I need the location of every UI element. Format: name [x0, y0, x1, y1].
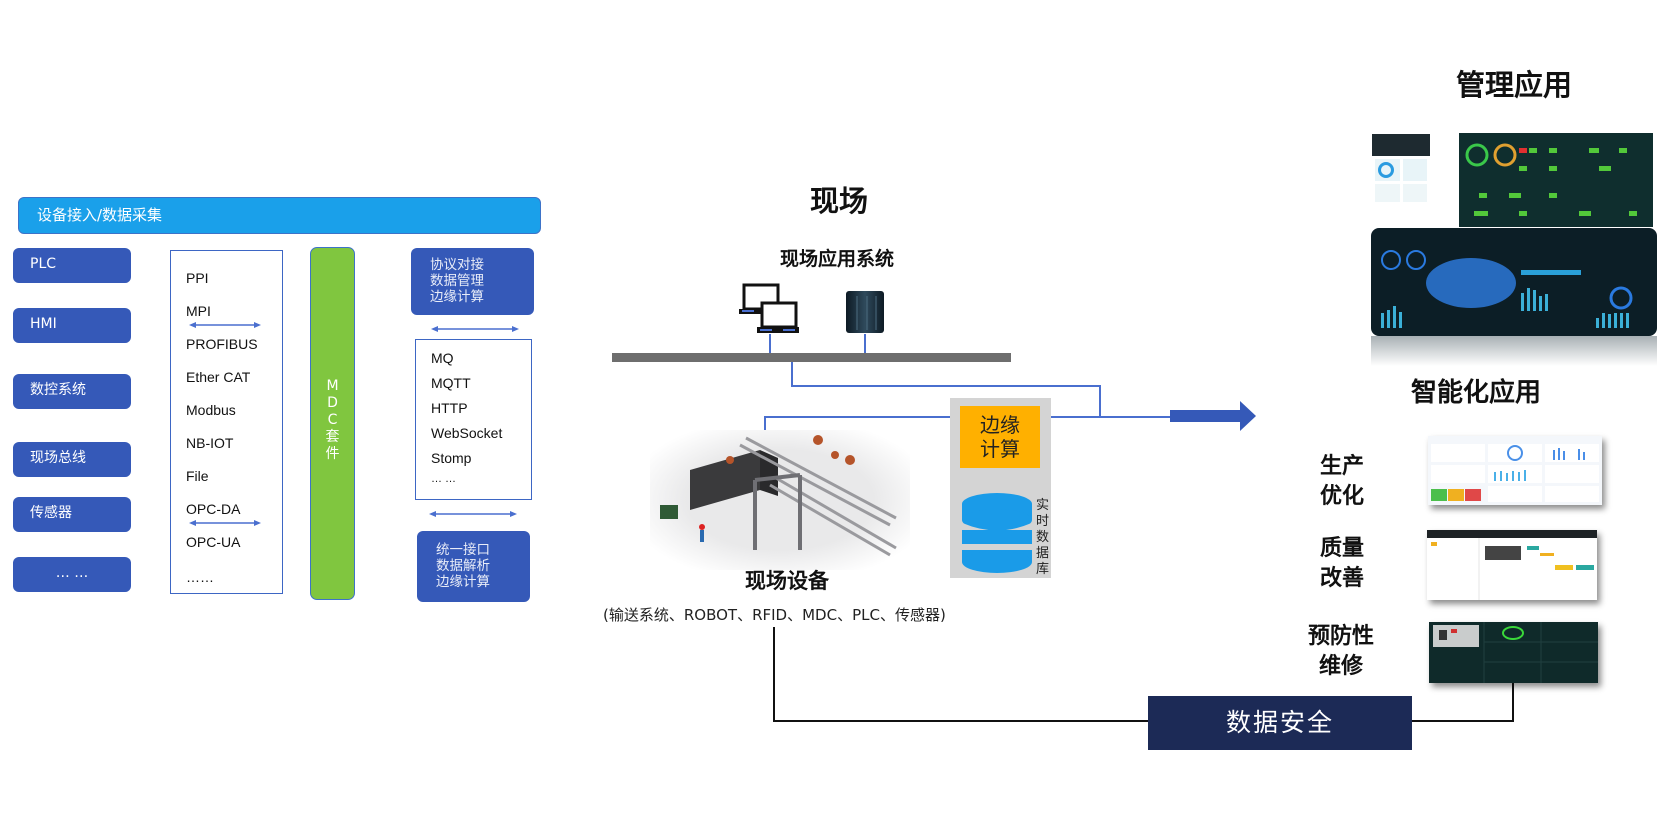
source-hmi: HMI: [13, 308, 131, 343]
connector-line: [1099, 385, 1101, 418]
mdc-char: M: [326, 378, 339, 394]
db-char: 库: [1036, 562, 1050, 577]
server-icon: [846, 291, 884, 333]
management-title: 管理应用: [1456, 68, 1573, 102]
protocol-management-box: 协议对接 数据管理 边缘计算: [411, 248, 534, 315]
source-plc: PLC: [13, 248, 131, 283]
preventive-maintenance-label: 预防性 维修: [1308, 622, 1374, 682]
box-line: 数据解析: [436, 558, 490, 574]
connector-line: [769, 334, 771, 353]
security-connector-line: [773, 720, 1149, 722]
production-optimization-screenshot: [1428, 436, 1602, 505]
security-connector-line: [1512, 683, 1514, 722]
messaging-item: WebSocket: [431, 425, 503, 441]
site-equipment-caption: (输送系统、ROBOT、RFID、MDC、PLC、传感器): [603, 606, 946, 624]
db-char: 据: [1036, 546, 1050, 561]
edge-compute-box: 边缘 计算: [960, 406, 1040, 468]
quality-improvement-label: 质量 改善: [1320, 534, 1364, 594]
intelligent-apps-title: 智能化应用: [1411, 378, 1542, 408]
production-line-dashboard-screenshot: [1459, 133, 1653, 227]
source-more: … …: [13, 557, 131, 592]
laptop-icon: [739, 283, 799, 333]
label-line: 维修: [1319, 654, 1364, 679]
messaging-item: … …: [431, 473, 457, 485]
edge-compute-panel: 边缘 计算 实 时 数 据 库: [950, 398, 1051, 578]
label-line: 改善: [1320, 566, 1365, 591]
protocol-item: File: [186, 468, 209, 484]
security-connector-line: [773, 627, 775, 722]
flow-arrow-icon: [1170, 401, 1256, 431]
mdc-char: 套: [325, 429, 340, 445]
box-line: 协议对接: [430, 257, 484, 273]
label-line: 质量: [1320, 536, 1365, 561]
messaging-item: Stomp: [431, 450, 472, 466]
messaging-item: HTTP: [431, 400, 468, 416]
source-cnc: 数控系统: [13, 374, 131, 409]
protocol-item: OPC-UA: [186, 534, 241, 550]
box-line: 边缘计算: [430, 289, 484, 305]
label-line: 优化: [1320, 484, 1365, 509]
label-line: 生产: [1320, 454, 1365, 479]
database-icon: [961, 493, 1033, 573]
factory-illustration: [650, 430, 910, 570]
realtime-db-label: 实 时 数 据 库: [1036, 498, 1052, 578]
preventive-maintenance-screenshot: [1429, 622, 1598, 683]
box-line: 边缘计算: [436, 574, 490, 590]
mdc-char: 件: [325, 446, 340, 462]
connector-line: [791, 385, 1101, 387]
edge-compute-label: 计算: [980, 437, 1020, 461]
source-sensor: 传感器: [13, 497, 131, 532]
data-security-box: 数据安全: [1148, 696, 1412, 750]
site-app-system-title: 现场应用系统: [780, 248, 895, 270]
box-line: 统一接口: [436, 542, 490, 558]
protocol-item: PPI: [186, 270, 209, 286]
box-line: 数据管理: [430, 273, 484, 289]
dashboard-reflection: [1371, 336, 1657, 366]
mdc-char: C: [327, 412, 338, 428]
connector-line: [764, 416, 951, 418]
unified-interface-box: 统一接口 数据解析 边缘计算: [417, 531, 530, 602]
messaging-item: MQTT: [431, 375, 471, 391]
connector-line: [764, 416, 766, 434]
mdc-suite-bar: M D C 套 件: [310, 247, 355, 600]
protocol-list: PPI MPI PROFIBUS Ether CAT Modbus NB-IOT…: [170, 250, 283, 594]
double-arrow-icon: [429, 511, 517, 517]
protocol-item: Modbus: [186, 402, 236, 418]
site-title: 现场: [810, 184, 869, 218]
protocol-item: MPI: [186, 303, 211, 319]
protocol-item: Ether CAT: [186, 369, 251, 385]
security-connector-line: [1411, 720, 1514, 722]
messaging-item: MQ: [431, 350, 454, 366]
network-bus-bar: [612, 353, 1011, 362]
double-arrow-icon: [189, 520, 261, 526]
double-arrow-icon: [189, 322, 261, 328]
connector-line: [791, 362, 793, 387]
connector-line: [864, 334, 866, 353]
db-char: 时: [1036, 514, 1050, 529]
production-optimization-label: 生产 优化: [1320, 452, 1364, 512]
quality-improvement-screenshot: [1427, 530, 1597, 600]
protocol-item: PROFIBUS: [186, 336, 258, 352]
protocol-item: NB-IOT: [186, 435, 234, 451]
db-char: 实: [1036, 498, 1050, 513]
double-arrow-icon: [431, 326, 519, 332]
global-factory-dashboard-screenshot: [1371, 228, 1657, 336]
messaging-protocol-list: MQ MQTT HTTP WebSocket Stomp … …: [415, 339, 532, 500]
acquisition-header: 设备接入/数据采集: [18, 197, 541, 234]
edge-compute-label: 边缘: [980, 413, 1020, 437]
mdc-char: D: [327, 395, 338, 411]
protocol-item: OPC-DA: [186, 501, 241, 517]
db-char: 数: [1036, 530, 1050, 545]
mobile-app-screenshot: [1372, 134, 1430, 220]
label-line: 预防性: [1308, 624, 1375, 649]
source-fieldbus: 现场总线: [13, 442, 131, 477]
connector-line: [1051, 416, 1171, 418]
site-equipment-title: 现场设备: [745, 569, 829, 593]
protocol-item: ……: [186, 569, 214, 585]
